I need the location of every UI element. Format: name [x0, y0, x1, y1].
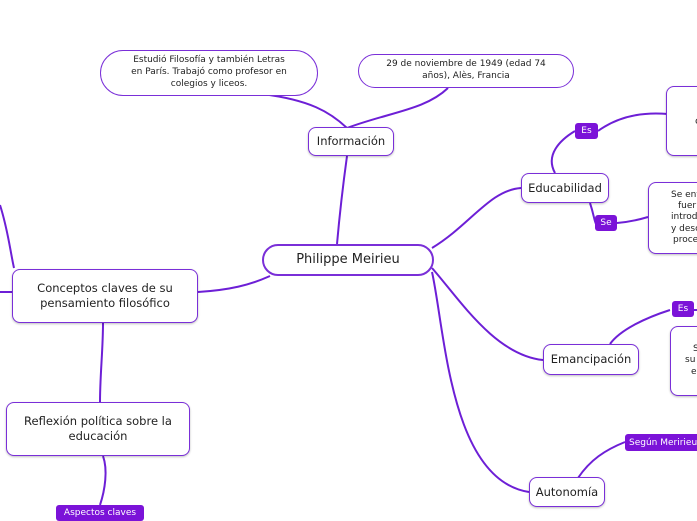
emancipacion-es-label: Es — [677, 304, 689, 314]
root-node[interactable]: Philippe Meirieu — [262, 244, 434, 276]
educabilidad-es-node[interactable]: c — [666, 86, 697, 156]
educabilidad-es-label: Es — [581, 126, 592, 136]
se-line-1: Se ent — [671, 189, 697, 200]
autonomia-label: Autonomía — [535, 484, 599, 499]
conceptos-label: Conceptos claves de su pensamiento filos… — [37, 281, 173, 310]
emancipacion-label: Emancipación — [550, 352, 632, 367]
informacion-node[interactable]: Información — [308, 127, 394, 156]
educabilidad-es-tag[interactable]: Es — [575, 123, 598, 139]
link-informacion-estudios — [261, 93, 348, 129]
emancipacion-es-node[interactable]: S su e — [670, 326, 697, 396]
reflexion-label: Reflexión política sobre la educación — [24, 414, 172, 443]
link-root-conceptos — [197, 275, 271, 293]
educabilidad-node[interactable]: Educabilidad — [521, 173, 609, 203]
root-label: Philippe Meirieu — [296, 251, 400, 267]
emancipacion-node[interactable]: Emancipación — [543, 344, 639, 375]
emancipacion-es-tag[interactable]: Es — [672, 301, 694, 317]
se-line-4: y desc — [671, 223, 697, 234]
nacimiento-node[interactable]: 29 de noviembre de 1949 (edad 74 años), … — [358, 54, 574, 88]
link-reflexion-tag — [99, 455, 107, 506]
educabilidad-se-node[interactable]: Se ent fuer introdu y desc proce — [648, 182, 697, 254]
segun-meririeu-label: Según Meririeu — [629, 437, 697, 448]
aspectos-claves-tag[interactable]: Aspectos claves — [56, 505, 144, 521]
se-line-3: introdu — [671, 212, 697, 223]
segun-meririeu-tag[interactable]: Según Meririeu — [625, 434, 697, 451]
em-line-3: e — [691, 366, 697, 377]
link-informacion-nacimiento — [346, 87, 449, 129]
link-root-educabilidad — [431, 187, 522, 249]
em-line-1: S — [693, 344, 697, 355]
educabilidad-se-label: Se — [600, 218, 612, 228]
link-se-right — [616, 216, 649, 224]
link-root-informacion — [336, 155, 348, 245]
link-emancipacion-es — [609, 309, 671, 345]
conceptos-node[interactable]: Conceptos claves de su pensamiento filos… — [12, 269, 198, 323]
link-root-emancipacion — [431, 267, 544, 361]
link-educabilidad-es — [550, 130, 576, 174]
nacimiento-text: 29 de noviembre de 1949 (edad 74 años), … — [386, 59, 546, 81]
estudios-text: Estudió Filosofía y también Letras en Pa… — [131, 55, 287, 89]
link-conceptos-reflexion — [99, 322, 104, 403]
link-conceptos-top — [0, 204, 15, 269]
se-line-2: fuer — [678, 201, 697, 212]
em-line-2: su — [685, 355, 696, 366]
educabilidad-se-tag[interactable]: Se — [595, 215, 617, 231]
aspectos-claves-label: Aspectos claves — [63, 508, 137, 518]
link-autonomia-segun — [577, 441, 626, 479]
autonomia-node[interactable]: Autonomía — [529, 477, 605, 507]
educabilidad-es-text: c — [695, 115, 697, 128]
reflexion-node[interactable]: Reflexión política sobre la educación — [6, 402, 190, 456]
se-line-5: proce — [673, 234, 697, 245]
educabilidad-label: Educabilidad — [528, 180, 602, 195]
informacion-label: Información — [316, 134, 386, 149]
link-root-autonomia — [431, 271, 530, 493]
link-es-right — [597, 112, 669, 132]
estudios-node[interactable]: Estudió Filosofía y también Letras en Pa… — [100, 50, 318, 96]
